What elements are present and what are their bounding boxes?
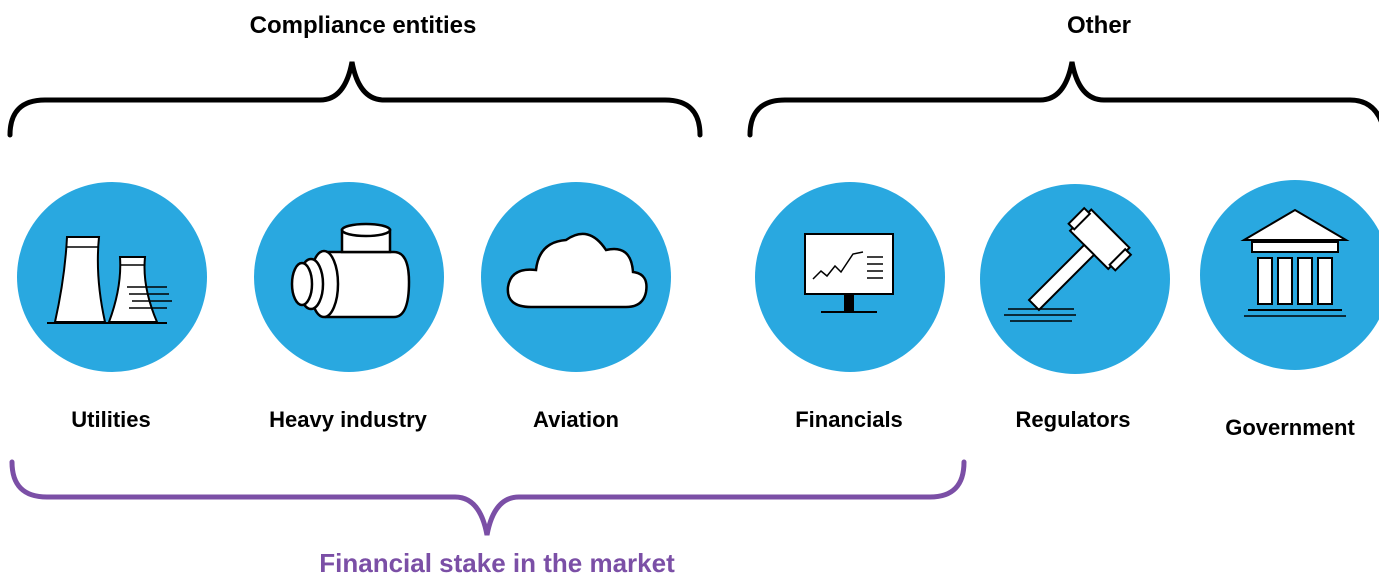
government-label: Government (1225, 415, 1355, 440)
chart-monitor-icon (804, 233, 894, 313)
other-title: Other (1066, 12, 1132, 39)
government-building-icon (1240, 208, 1350, 317)
aviation-circle (481, 182, 671, 372)
aviation-label: Aviation (533, 407, 619, 432)
cloud-icon (506, 232, 648, 309)
regulators-label: Regulators (1015, 407, 1131, 432)
financials-label: Financials (795, 407, 903, 432)
compliance-entities-title: Compliance entities (249, 12, 477, 39)
regulators-circle (980, 184, 1170, 374)
gavel-icon (1004, 206, 1133, 322)
cooling-towers-icon (47, 236, 172, 324)
compliance-brace (7, 61, 703, 138)
utilities-circle (17, 182, 207, 372)
financial-stake-brace (9, 459, 967, 536)
financial-stake-label: Financial stake in the market (319, 548, 675, 578)
government-circle (1200, 180, 1379, 370)
other-brace (747, 61, 1379, 138)
utilities-label: Utilities (71, 407, 151, 432)
heavy-industry-circle (254, 182, 444, 372)
industrial-machine-icon (290, 222, 411, 319)
financials-circle (755, 182, 945, 372)
heavy-industry-label: Heavy industry (269, 407, 427, 432)
